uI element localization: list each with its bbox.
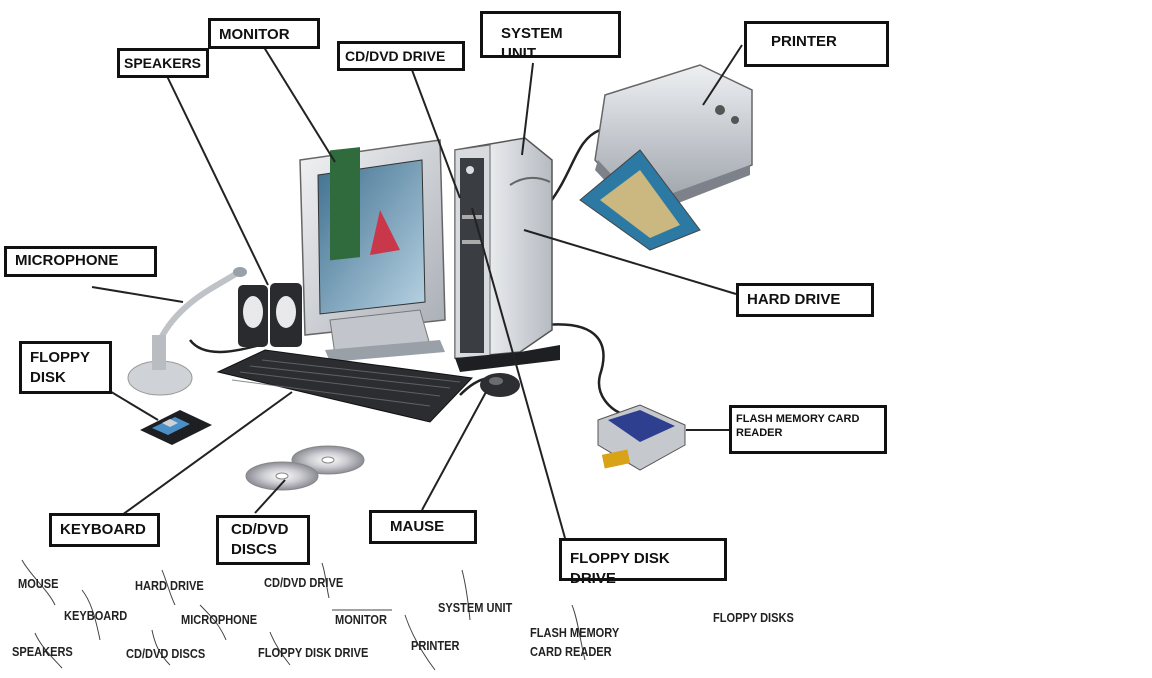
label-cd-dvd-discs: CD/DVD DISCS bbox=[216, 515, 310, 565]
word-bank-item: KEYBOARD bbox=[64, 608, 128, 623]
label-speakers: SPEAKERS bbox=[117, 48, 209, 78]
monitor bbox=[299, 139, 446, 362]
word-bank-item: HARD DRIVE bbox=[135, 578, 204, 593]
speakers bbox=[238, 283, 302, 347]
label-keyboard: KEYBOARD bbox=[49, 513, 160, 547]
label-floppy-disk-drive: FLOPPY DISK DRIVE bbox=[559, 538, 727, 587]
label-monitor: MONITOR bbox=[208, 18, 320, 49]
word-bank-item: CD/DVD DISCS bbox=[126, 646, 206, 661]
label-mouse: MAUSE bbox=[369, 510, 477, 544]
flash-memory-card-reader bbox=[597, 404, 686, 471]
word-bank-item: FLOPPY DISK DRIVE bbox=[258, 645, 369, 660]
mouse bbox=[480, 373, 520, 397]
word-bank-item: SPEAKERS bbox=[12, 644, 73, 659]
scribble-marks bbox=[21, 559, 586, 671]
label-cd-dvd-drive: CD/DVD DRIVE bbox=[337, 41, 465, 71]
label-printer: PRINTER bbox=[744, 21, 889, 67]
word-bank-item: MOUSE bbox=[18, 576, 59, 591]
label-system-unit: SYSTEM UNIT bbox=[480, 11, 621, 62]
word-bank-item: FLOPPY DISKS bbox=[713, 610, 794, 625]
floppy-disk bbox=[140, 410, 212, 445]
keyboard bbox=[216, 349, 474, 423]
label-hard-drive: HARD DRIVE bbox=[736, 283, 874, 317]
label-flash-memory-card-reader: FLASH MEMORY CARD READER bbox=[729, 405, 887, 454]
cables bbox=[189, 128, 626, 417]
word-bank-item: FLASH MEMORY CARD READER bbox=[530, 623, 619, 661]
word-bank-item: SYSTEM UNIT bbox=[438, 600, 513, 615]
label-microphone: MICROPHONE bbox=[4, 246, 157, 277]
pointer-lines bbox=[91, 43, 743, 539]
word-bank-item: PRINTER bbox=[411, 638, 460, 653]
system-unit bbox=[454, 137, 560, 372]
microphone bbox=[127, 267, 247, 396]
label-floppy-disk: FLOPPY DISK bbox=[19, 341, 112, 394]
cd-dvd-discs bbox=[245, 445, 365, 491]
word-bank-item: MONITOR bbox=[335, 612, 387, 627]
word-bank-item-text: FLASH MEMORY CARD READER bbox=[530, 625, 620, 659]
word-bank-item: CD/DVD DRIVE bbox=[264, 575, 344, 590]
printer bbox=[579, 64, 753, 251]
word-bank-item: MICROPHONE bbox=[181, 612, 258, 627]
